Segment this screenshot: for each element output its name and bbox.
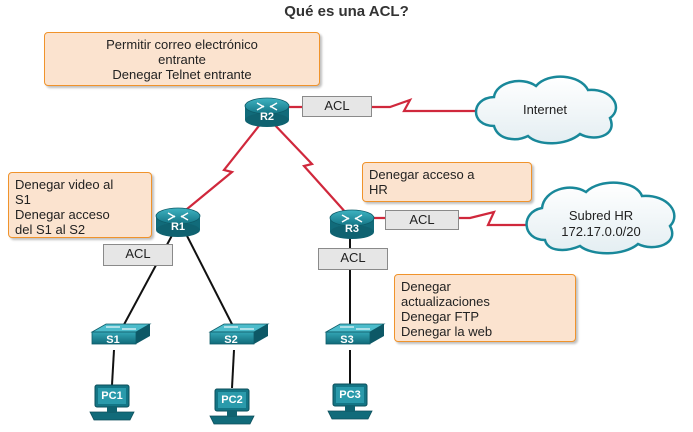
note-s3-line: Denegar FTP [401, 309, 480, 324]
note-r3-hr-policy: Denegar acceso a HR [362, 162, 532, 202]
cloud-internet-label: Internet [523, 102, 567, 117]
cloud-hr-label-line2: 172.17.0.0/20 [561, 224, 641, 239]
note-r1-line: Denegar video al [15, 177, 114, 192]
note-s3-line: Denegar [401, 279, 451, 294]
switch-s1[interactable]: S1 [90, 323, 152, 346]
pc-pc2-label: PC2 [221, 394, 242, 406]
pc-pc2[interactable]: PC2 [209, 388, 255, 425]
note-r1-line: S1 [15, 192, 31, 207]
acl-label-r3-hr: ACL [385, 210, 459, 230]
note-r2-policy: Permitir correo electrónico entrante Den… [44, 32, 320, 86]
diagram-title: Qué es una ACL? [284, 3, 409, 20]
link-r2-r3 [271, 121, 348, 215]
cloud-hr-subnet: Subred HR 172.17.0.0/20 [525, 181, 676, 255]
note-r1-line: Denegar acceso [15, 207, 110, 222]
link-r1-s2 [182, 227, 237, 333]
note-r1-line: del S1 al S2 [15, 222, 86, 237]
switch-arrows-icon [340, 326, 370, 330]
switch-s3-label: S3 [340, 334, 353, 346]
router-arrows-icon [256, 102, 278, 111]
note-s3-line: Denegar la web [401, 324, 493, 339]
link-r2-r1 [180, 121, 263, 215]
switch-s3[interactable]: S3 [324, 323, 386, 346]
acl-label-r2: ACL [302, 96, 372, 117]
note-s3-line: actualizaciones [401, 294, 490, 309]
router-r3[interactable]: R3 [329, 209, 375, 239]
acl-label-r3-s3: ACL [318, 248, 388, 270]
router-r2-label: R2 [260, 111, 274, 123]
router-arrows-icon [167, 212, 189, 221]
switch-s2-label: S2 [224, 334, 237, 346]
router-r1[interactable]: R1 [155, 207, 201, 237]
pc-pc1[interactable]: PC1 [89, 384, 135, 421]
link-s2-pc2 [231, 349, 235, 389]
pc-pc3-label: PC3 [339, 389, 360, 401]
cloud-hr-label-line1: Subred HR [569, 208, 633, 223]
switch-arrows-icon [224, 326, 254, 330]
switch-arrows-icon [106, 326, 136, 330]
router-r3-label: R3 [345, 223, 359, 235]
link-s1-pc1 [111, 349, 115, 386]
note-r2-line: Denegar Telnet entrante [112, 67, 252, 82]
note-r3-hr-line: Denegar acceso a [369, 167, 475, 182]
acl-label-r1: ACL [103, 244, 173, 266]
router-r2[interactable]: R2 [244, 97, 290, 127]
note-r2-line: Permitir correo electrónico [106, 37, 258, 52]
note-s3-policy: Denegar actualizaciones Denegar FTP Dene… [394, 274, 576, 342]
switch-s1-label: S1 [106, 334, 119, 346]
router-r1-label: R1 [171, 221, 185, 233]
router-arrows-icon [341, 214, 363, 223]
note-r1-policy: Denegar video al S1 Denegar acceso del S… [8, 172, 152, 238]
note-r3-hr-line: HR [369, 182, 388, 197]
switch-s2[interactable]: S2 [208, 323, 270, 346]
note-r2-line: entrante [158, 52, 206, 67]
pc-pc3[interactable]: PC3 [327, 383, 373, 420]
cloud-internet: Internet [474, 75, 618, 145]
pc-pc1-label: PC1 [101, 390, 122, 402]
